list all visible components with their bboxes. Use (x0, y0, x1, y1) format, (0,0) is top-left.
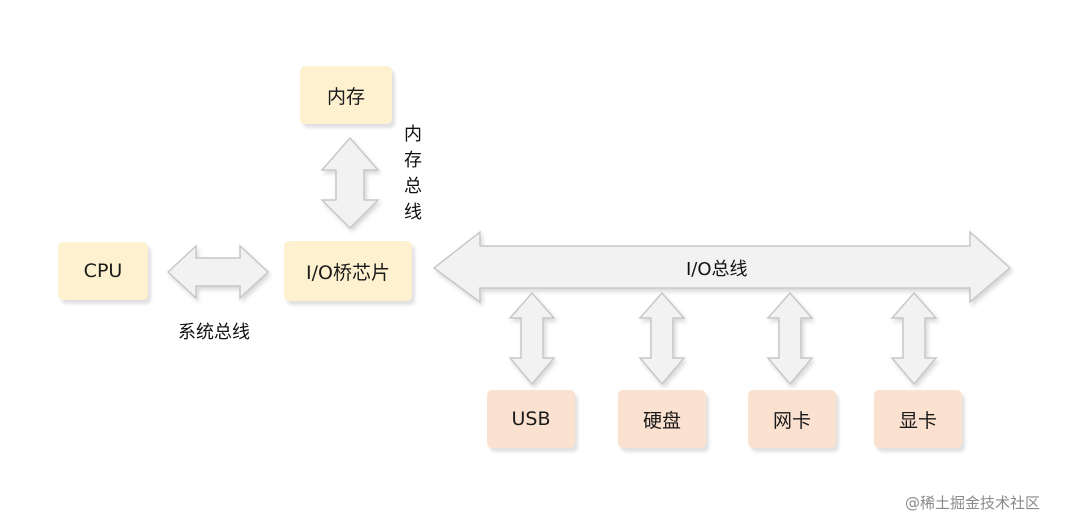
cpu-label: CPU (83, 260, 123, 282)
io-bridge-label: I/O桥芯片 (306, 261, 390, 284)
watermark: @稀土掘金技术社区 (905, 494, 1041, 512)
system-bus-label: 系统总线 (178, 322, 250, 343)
gpu-label: 显卡 (898, 409, 937, 432)
memory-label: 内存 (326, 85, 365, 108)
nic-label: 网卡 (772, 409, 811, 432)
usb-label: USB (511, 408, 551, 430)
memory-box: 内存 (300, 66, 392, 124)
io-bridge-box: I/O桥芯片 (284, 241, 412, 301)
disk-box: 硬盘 (618, 390, 706, 448)
io-bus-arrow (432, 230, 1012, 304)
gpu-box: 显卡 (874, 390, 962, 448)
system-bus-arrow (166, 244, 270, 300)
disk-arrow (638, 291, 686, 386)
disk-label: 硬盘 (642, 409, 681, 432)
io-bus-label: I/O总线 (686, 259, 748, 280)
cpu-box: CPU (58, 242, 148, 300)
gpu-arrow (890, 291, 938, 386)
memory-bus-char: 线 (404, 202, 422, 223)
memory-bus-char: 内 (404, 124, 422, 145)
usb-arrow (508, 291, 556, 386)
usb-box: USB (487, 390, 575, 448)
memory-bus-char: 总 (404, 176, 422, 197)
nic-arrow (766, 291, 814, 386)
nic-box: 网卡 (748, 390, 836, 448)
memory-bus-label: 内 存 总 线 (404, 122, 422, 226)
memory-bus-arrow (320, 136, 380, 230)
memory-bus-char: 存 (404, 150, 422, 171)
